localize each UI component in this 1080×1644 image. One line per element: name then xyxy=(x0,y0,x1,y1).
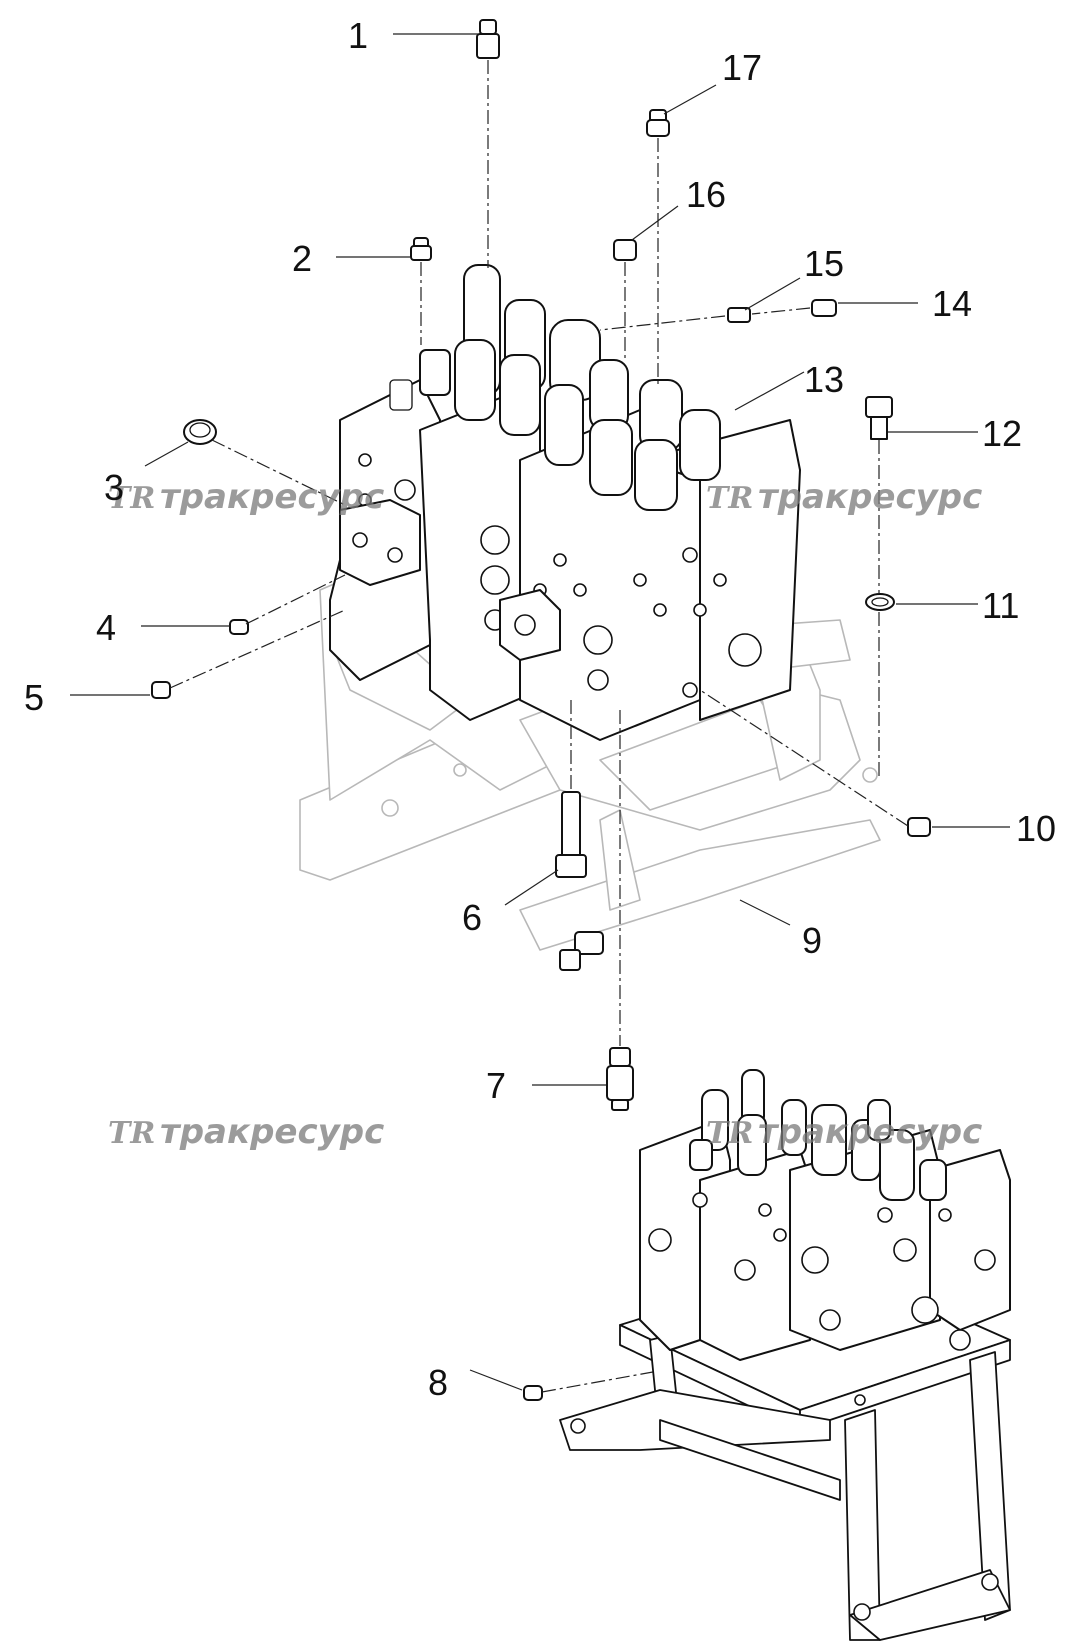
assembled-valve-stand xyxy=(559,1069,1011,1641)
watermark-text: тракресурс xyxy=(160,1112,384,1152)
callout-8: 8 xyxy=(428,1362,448,1403)
part-4-fitting xyxy=(229,619,249,635)
callout-7: 7 xyxy=(486,1065,506,1106)
part-3-plug xyxy=(183,419,217,445)
part-12-bolt xyxy=(865,396,893,440)
callout-2: 2 xyxy=(292,238,312,279)
callout-4: 4 xyxy=(96,607,116,648)
watermark-3: TR тракресурс xyxy=(108,1112,384,1152)
callout-10: 10 xyxy=(1016,808,1056,849)
callout-9: 9 xyxy=(802,920,822,961)
part-5-fitting xyxy=(151,681,171,699)
watermark-logo: TR xyxy=(108,1116,155,1151)
part-17-fitting xyxy=(646,109,670,137)
watermark-4: TR тракресурс xyxy=(706,1112,982,1152)
callout-15: 15 xyxy=(804,243,844,284)
part-6-bolt xyxy=(555,791,587,878)
callout-17: 17 xyxy=(722,47,762,88)
callout-13: 13 xyxy=(804,359,844,400)
callout-1: 1 xyxy=(348,15,368,56)
callout-16: 16 xyxy=(686,174,726,215)
part-2-fitting xyxy=(410,237,432,261)
part-10-fitting xyxy=(907,817,931,837)
callout-5: 5 xyxy=(24,677,44,718)
part-7-sensor xyxy=(606,1047,634,1111)
watermark-1: TR тракресурс xyxy=(108,477,384,517)
leader-lines xyxy=(70,33,1010,1391)
part-14-fitting xyxy=(811,299,837,317)
watermark-logo: TR xyxy=(706,1116,753,1151)
part-16-plug xyxy=(613,239,637,261)
callout-14: 14 xyxy=(932,283,972,324)
watermark-text: тракресурс xyxy=(758,477,982,517)
watermark-logo: TR xyxy=(706,481,753,516)
callouts: 1 17 16 2 15 14 13 12 3 11 4 5 10 6 9 7 … xyxy=(24,15,1056,1403)
control-valve-block xyxy=(329,264,801,741)
part-11-washer xyxy=(865,593,895,611)
callout-12: 12 xyxy=(982,413,1022,454)
watermark-logo: TR xyxy=(108,481,155,516)
part-1-fitting xyxy=(476,19,500,59)
watermark-text: тракресурс xyxy=(758,1112,982,1152)
callout-3: 3 xyxy=(104,467,124,508)
watermark-text: тракресурс xyxy=(160,477,384,517)
frame-bolt xyxy=(559,931,604,971)
part-15-fitting xyxy=(727,307,751,323)
part-8-fitting xyxy=(523,1385,543,1401)
watermark-2: TR тракресурс xyxy=(706,477,982,517)
callout-11: 11 xyxy=(982,585,1019,626)
callout-6: 6 xyxy=(462,897,482,938)
